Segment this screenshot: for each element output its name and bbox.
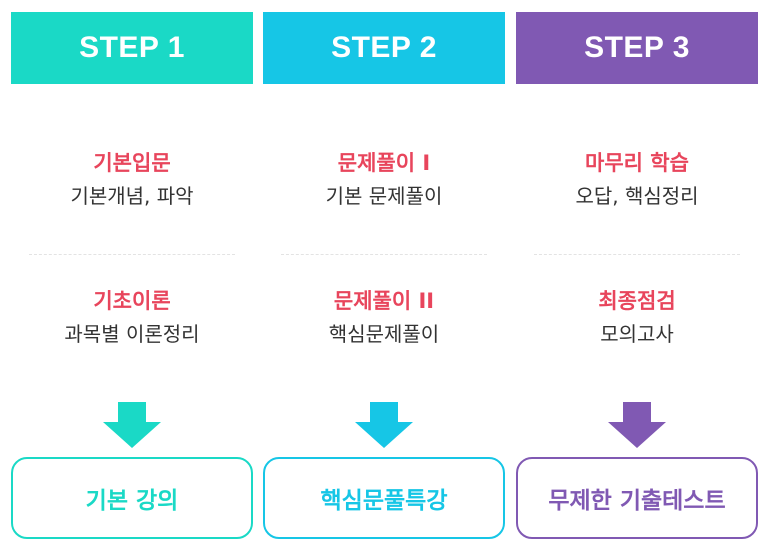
stage-title: 문제풀이 II bbox=[333, 289, 435, 313]
dashed-divider bbox=[534, 254, 740, 255]
step-column-2: STEP 2 문제풀이 I 기본 문제풀이 문제풀이 II 핵심문제풀이 핵심문… bbox=[263, 0, 505, 552]
stage-description: 과목별 이론정리 bbox=[64, 322, 200, 346]
stage-description: 기본 문제풀이 bbox=[325, 184, 443, 208]
down-arrow-icon bbox=[103, 402, 161, 448]
step-stage-2: 기초이론 과목별 이론정리 bbox=[11, 286, 253, 350]
stage-title: 문제풀이 I bbox=[337, 151, 431, 175]
course-box[interactable]: 기본 강의 bbox=[11, 457, 253, 539]
stage-title: 기본입문 bbox=[93, 151, 171, 175]
down-arrow-icon bbox=[608, 402, 666, 448]
step-stage-1: 문제풀이 I 기본 문제풀이 bbox=[263, 148, 505, 212]
stage-description: 핵심문제풀이 bbox=[328, 322, 440, 346]
step-header: STEP 3 bbox=[516, 12, 758, 84]
step-column-1: STEP 1 기본입문 기본개념, 파악 기초이론 과목별 이론정리 기본 강의 bbox=[11, 0, 253, 552]
stage-description: 모의고사 bbox=[600, 322, 674, 346]
dashed-divider bbox=[281, 254, 487, 255]
step-stage-2: 최종점검 모의고사 bbox=[516, 286, 758, 350]
step-stage-2: 문제풀이 II 핵심문제풀이 bbox=[263, 286, 505, 350]
stage-description: 오답, 핵심정리 bbox=[575, 184, 699, 208]
step-stage-1: 기본입문 기본개념, 파악 bbox=[11, 148, 253, 212]
stage-title: 마무리 학습 bbox=[585, 151, 689, 175]
step-stage-1: 마무리 학습 오답, 핵심정리 bbox=[516, 148, 758, 212]
stage-title: 기초이론 bbox=[93, 289, 171, 313]
step-header: STEP 2 bbox=[263, 12, 505, 84]
dashed-divider bbox=[29, 254, 235, 255]
course-box[interactable]: 핵심문풀특강 bbox=[263, 457, 505, 539]
course-box[interactable]: 무제한 기출테스트 bbox=[516, 457, 758, 539]
stage-description: 기본개념, 파악 bbox=[70, 184, 194, 208]
stage-title: 최종점검 bbox=[598, 289, 676, 313]
step-column-3: STEP 3 마무리 학습 오답, 핵심정리 최종점검 모의고사 무제한 기출테… bbox=[516, 0, 758, 552]
down-arrow-icon bbox=[355, 402, 413, 448]
step-header: STEP 1 bbox=[11, 12, 253, 84]
